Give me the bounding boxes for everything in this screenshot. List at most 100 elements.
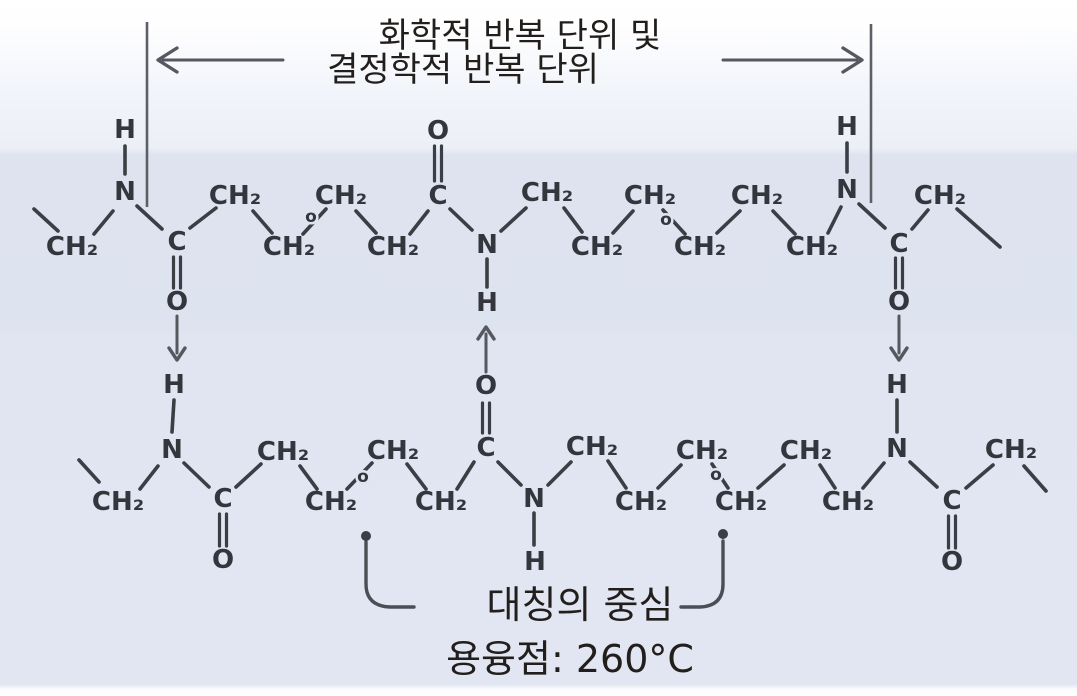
arrowhead (841, 46, 864, 74)
single-bond (861, 461, 886, 490)
title-line-2: 결정학적 반복 단위 (327, 50, 599, 90)
atom-label: CH₂ (367, 232, 419, 262)
single-bond (448, 207, 474, 232)
atom-label: O (212, 545, 234, 575)
arrowhead (167, 346, 187, 362)
arrowhead (156, 46, 179, 74)
atom-label: CH₂ (731, 181, 783, 211)
single-bond (354, 209, 378, 235)
single-bond (715, 209, 742, 235)
atom-label: CH₂ (92, 487, 144, 517)
atom-label: CH₂ (676, 436, 728, 466)
single-bond (170, 398, 176, 434)
single-bond (234, 462, 263, 489)
atom-label: CH₂ (822, 487, 874, 517)
symmetry-leader-line (679, 539, 725, 609)
single-bond (818, 463, 837, 490)
atom-label: H (114, 115, 136, 145)
title-line-1: 화학적 반복 단위 및 (379, 16, 662, 56)
symmetry-leader-dot (718, 529, 728, 539)
atom-label: H (524, 547, 546, 577)
atom-label: CH₂ (367, 436, 419, 466)
atom-label: H (476, 288, 498, 318)
single-bond (138, 464, 160, 491)
single-bond (455, 460, 476, 491)
atom-label: CH₂ (674, 232, 726, 262)
single-bond (345, 461, 374, 491)
atom-label: C (167, 227, 186, 257)
single-bond (908, 460, 939, 489)
atom-label: CH₂ (914, 181, 966, 211)
atom-label: CH₂ (985, 435, 1037, 465)
single-bond (857, 202, 887, 230)
single-bond (301, 207, 328, 236)
atom-label: CH₂ (624, 181, 676, 211)
arrowhead (476, 325, 496, 341)
atom-label: C (213, 484, 232, 514)
atom-label: C (942, 486, 961, 516)
atom-label: N (114, 177, 136, 207)
atoms-layer: CH₂NHCOCH₂CH₂CH₂CH₂CONHCH₂CH₂CH₂CH₂CH₂CH… (46, 112, 1037, 577)
single-bond (405, 462, 428, 491)
single-bond (710, 462, 730, 490)
single-bond (188, 206, 218, 230)
single-bond (562, 206, 584, 234)
atom-label: H (163, 370, 185, 400)
symmetry-leader-dot (361, 531, 371, 541)
arrowhead (889, 346, 909, 362)
atom-label: CH₂ (615, 487, 667, 517)
single-bond (910, 208, 930, 231)
single-bond (251, 209, 274, 235)
single-bond (135, 204, 164, 231)
atom-label: O (888, 287, 910, 317)
center-of-symmetry-marker: o (710, 465, 722, 485)
single-bond (756, 463, 786, 490)
atom-label: CH₂ (209, 181, 261, 211)
single-bond (408, 209, 430, 236)
atom-label: CH₂ (566, 432, 618, 462)
single-bond (611, 209, 635, 235)
center-of-symmetry-marker: o (357, 467, 369, 487)
single-bond (771, 209, 797, 236)
single-bond (92, 209, 115, 236)
annotations-layer (145, 22, 909, 609)
melting-point-label: 용융점: 260°C (446, 637, 694, 681)
atom-label: CH₂ (521, 178, 573, 208)
atom-label: H (836, 112, 858, 142)
center-of-symmetry-marker: o (660, 210, 672, 230)
atom-label: C (889, 229, 908, 259)
single-bond (499, 206, 528, 233)
atom-label: O (475, 371, 497, 401)
atom-label: N (476, 230, 498, 260)
atom-label: O (166, 287, 188, 317)
center-of-symmetry-label: 대칭의 중심 (487, 583, 674, 627)
single-bond (1022, 464, 1048, 493)
atom-label: CH₂ (786, 232, 838, 262)
atom-label: H (886, 370, 908, 400)
atom-label: CH₂ (257, 437, 309, 467)
atom-label: N (836, 175, 858, 205)
single-bond (32, 207, 60, 233)
single-bond (656, 463, 683, 490)
atom-label: CH₂ (263, 232, 315, 262)
single-bond (77, 458, 101, 484)
atom-label: CH₂ (315, 181, 367, 211)
atom-label: O (941, 547, 963, 577)
atom-label: CH₂ (571, 232, 623, 262)
atom-label: N (886, 434, 908, 464)
atom-label: CH₂ (780, 436, 832, 466)
single-bond (182, 461, 211, 489)
atom-label: CH₂ (715, 487, 767, 517)
single-bond (661, 208, 687, 236)
single-bond (496, 460, 523, 487)
center-of-symmetry-marker: o (305, 207, 317, 227)
single-bond (606, 459, 628, 490)
atom-label: CH₂ (305, 487, 357, 517)
single-bond (964, 463, 995, 490)
atom-label: N (523, 484, 545, 514)
atom-label: C (476, 433, 495, 463)
single-bond (955, 207, 1002, 249)
atom-label: CH₂ (46, 232, 98, 262)
